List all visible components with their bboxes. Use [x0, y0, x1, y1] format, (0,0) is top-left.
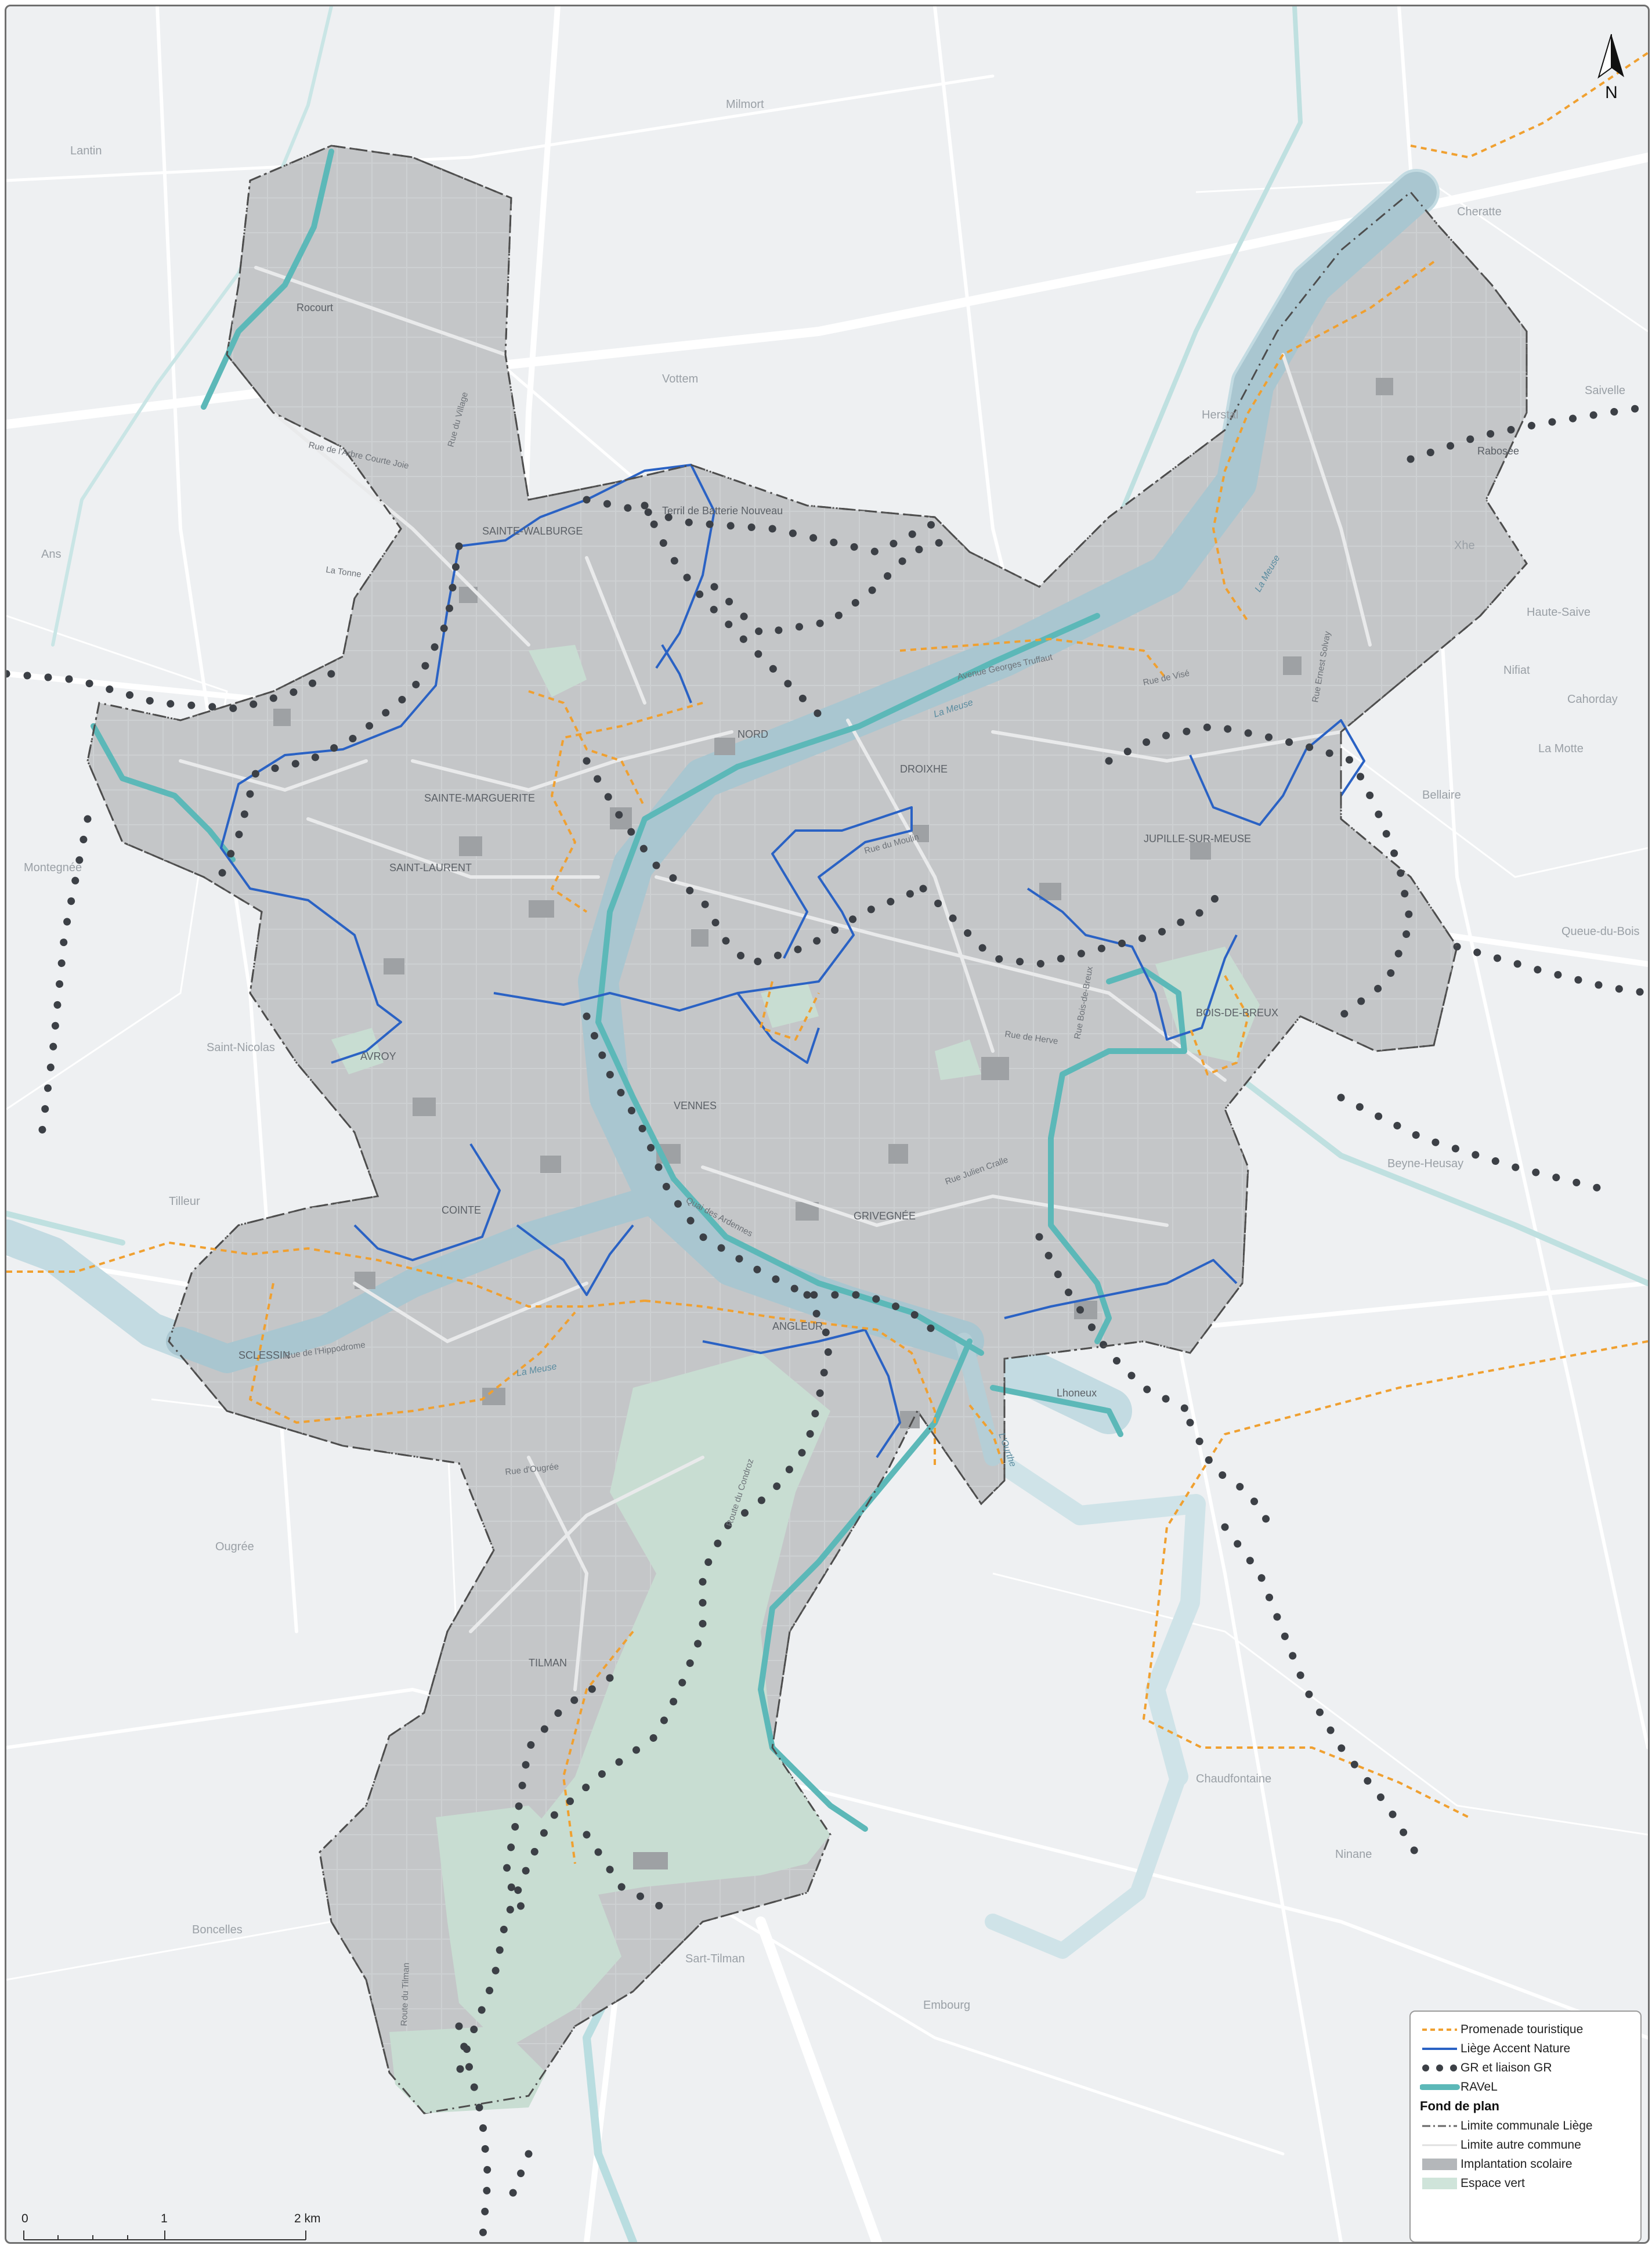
blue-line-icon — [1420, 2042, 1461, 2056]
label-tilman: TILMAN — [529, 1657, 567, 1669]
legend-item-implantation: Implantation scolaire — [1420, 2154, 1631, 2174]
label-sainte-walburge: SAINTE-WALBURGE — [482, 525, 583, 537]
north-arrow: N — [1594, 32, 1629, 107]
liege-accent-nature-routes — [220, 464, 1365, 1459]
legend-label: Limite autre commune — [1461, 2138, 1581, 2152]
legend-item-espace-vert: Espace vert — [1420, 2174, 1631, 2193]
legend-label: Limite communale Liège — [1461, 2118, 1593, 2132]
label-saint-nicolas: Saint-Nicolas — [207, 1041, 275, 1054]
label-bellaire: Bellaire — [1422, 789, 1461, 802]
label-nord: NORD — [738, 728, 768, 740]
dash-dot-line-icon — [1420, 2119, 1461, 2133]
label-herstal: Herstal — [1202, 409, 1238, 421]
label-queue: Queue-du-Bois — [1561, 925, 1640, 938]
gr-routes — [6, 403, 1648, 2242]
label-saive: Saivelle — [1585, 384, 1625, 397]
label-embourg: Embourg — [923, 1999, 970, 2012]
dashed-orange-line-icon — [1420, 2023, 1461, 2037]
thin-line-icon — [1420, 2138, 1461, 2152]
label-saint-laurent: SAINT-LAURENT — [389, 862, 472, 874]
north-label: N — [1605, 83, 1618, 102]
legend-item-ravel: RAVeL — [1419, 2077, 1631, 2096]
ravel-routes — [91, 149, 1187, 1832]
label-ans: Ans — [41, 548, 61, 561]
map-frame: Rocourt Milmort Vottem Herstal Cheratte … — [5, 5, 1650, 2244]
label-milmort: Milmort — [726, 98, 764, 111]
legend-label: Promenade touristique — [1461, 2022, 1584, 2036]
label-rocourt: Rocourt — [297, 302, 333, 313]
label-grivegnee: GRIVEGNÉE — [854, 1210, 916, 1222]
label-lamotte: La Motte — [1538, 742, 1584, 755]
legend-label: Implantation scolaire — [1461, 2157, 1573, 2171]
label-lhoneux: Lhoneux — [1057, 1387, 1097, 1399]
label-chaudfontaine: Chaudfontaine — [1196, 1773, 1271, 1785]
label-cahorday: Cahorday — [1567, 693, 1618, 706]
legend-label: RAVeL — [1461, 2080, 1498, 2094]
label-vennes: VENNES — [674, 1100, 717, 1111]
city-streets — [179, 266, 1372, 1691]
label-lantin: Lantin — [70, 145, 102, 157]
label-nifiat: Nifiat — [1503, 664, 1530, 677]
scale-bar-graphic — [23, 2230, 306, 2240]
legend-item-accent-nature: Liège Accent Nature — [1420, 2039, 1631, 2058]
dark-dots-icon — [1420, 2061, 1461, 2075]
label-vottem: Vottem — [662, 373, 698, 385]
legend-label: Liège Accent Nature — [1461, 2041, 1571, 2055]
north-arrow-icon — [1597, 34, 1624, 79]
label-angleur: ANGLEUR — [772, 1320, 823, 1332]
label-haute-saive: Haute-Saive — [1527, 606, 1590, 619]
map-legend: Promenade touristique Liège Accent Natur… — [1409, 2011, 1642, 2242]
legend-item-limite-liege: Limite communale Liège — [1420, 2116, 1631, 2135]
school-implantations — [273, 378, 1393, 1869]
label-jupille: JUPILLE-SUR-MEUSE — [1144, 833, 1251, 844]
place-labels: Rocourt Milmort Vottem Herstal Cheratte … — [24, 98, 1640, 2012]
label-xhenday: Xhe — [1454, 539, 1475, 552]
scale-tick-label: 2 km — [294, 2212, 321, 2225]
label-avroy: AVROY — [360, 1051, 396, 1062]
green-fill-icon — [1420, 2177, 1461, 2190]
label-terril: Terril de Batterie Nouveau — [662, 505, 783, 517]
label-sclessin: SCLESSIN — [238, 1349, 290, 1361]
label-droixhe: DROIXHE — [900, 763, 948, 775]
label-boncelles: Boncelles — [192, 1923, 243, 1936]
grey-fill-icon — [1420, 2157, 1461, 2171]
label-rabosee: Rabosée — [1477, 445, 1519, 457]
label-beyne: Beyne-Heusay — [1387, 1157, 1463, 1170]
label-tilleur: Tilleur — [169, 1195, 200, 1208]
road-label-13: Route du Tilman — [399, 1962, 411, 2026]
scale-bar: 0 1 2 km — [21, 2212, 329, 2242]
label-bois-breux: BOIS-DE-BREUX — [1196, 1007, 1278, 1019]
label-cointe: COINTE — [442, 1204, 481, 1216]
city-map[interactable]: Rocourt Milmort Vottem Herstal Cheratte … — [6, 6, 1648, 2242]
legend-item-limite-autre: Limite autre commune — [1420, 2135, 1631, 2154]
label-montegnee: Montegnée — [24, 861, 82, 874]
scale-tick-label: 0 — [21, 2212, 28, 2225]
legend-label: Espace vert — [1461, 2176, 1525, 2190]
legend-item-promenade: Promenade touristique — [1420, 2020, 1631, 2039]
teal-line-icon — [1419, 2080, 1461, 2094]
meuse-in-city — [166, 172, 1437, 1466]
legend-label: GR et liaison GR — [1461, 2060, 1552, 2074]
label-ougree: Ougrée — [215, 1540, 254, 1553]
legend-item-gr: GR et liaison GR — [1420, 2058, 1631, 2077]
label-sart-tilman: Sart-Tilman — [685, 1952, 745, 1965]
road-label-15: La Tonne — [325, 565, 362, 579]
legend-basemap-title: Fond de plan — [1420, 2099, 1499, 2113]
label-ninane: Ninane — [1335, 1848, 1372, 1861]
urban-texture — [88, 146, 1527, 2113]
promenade-touristique-routes — [6, 52, 1648, 1864]
label-sainte-marguerite: SAINTE-MARGUERITE — [424, 792, 535, 804]
scale-tick-label: 1 — [161, 2212, 168, 2225]
label-cheratte: Cheratte — [1457, 205, 1502, 218]
